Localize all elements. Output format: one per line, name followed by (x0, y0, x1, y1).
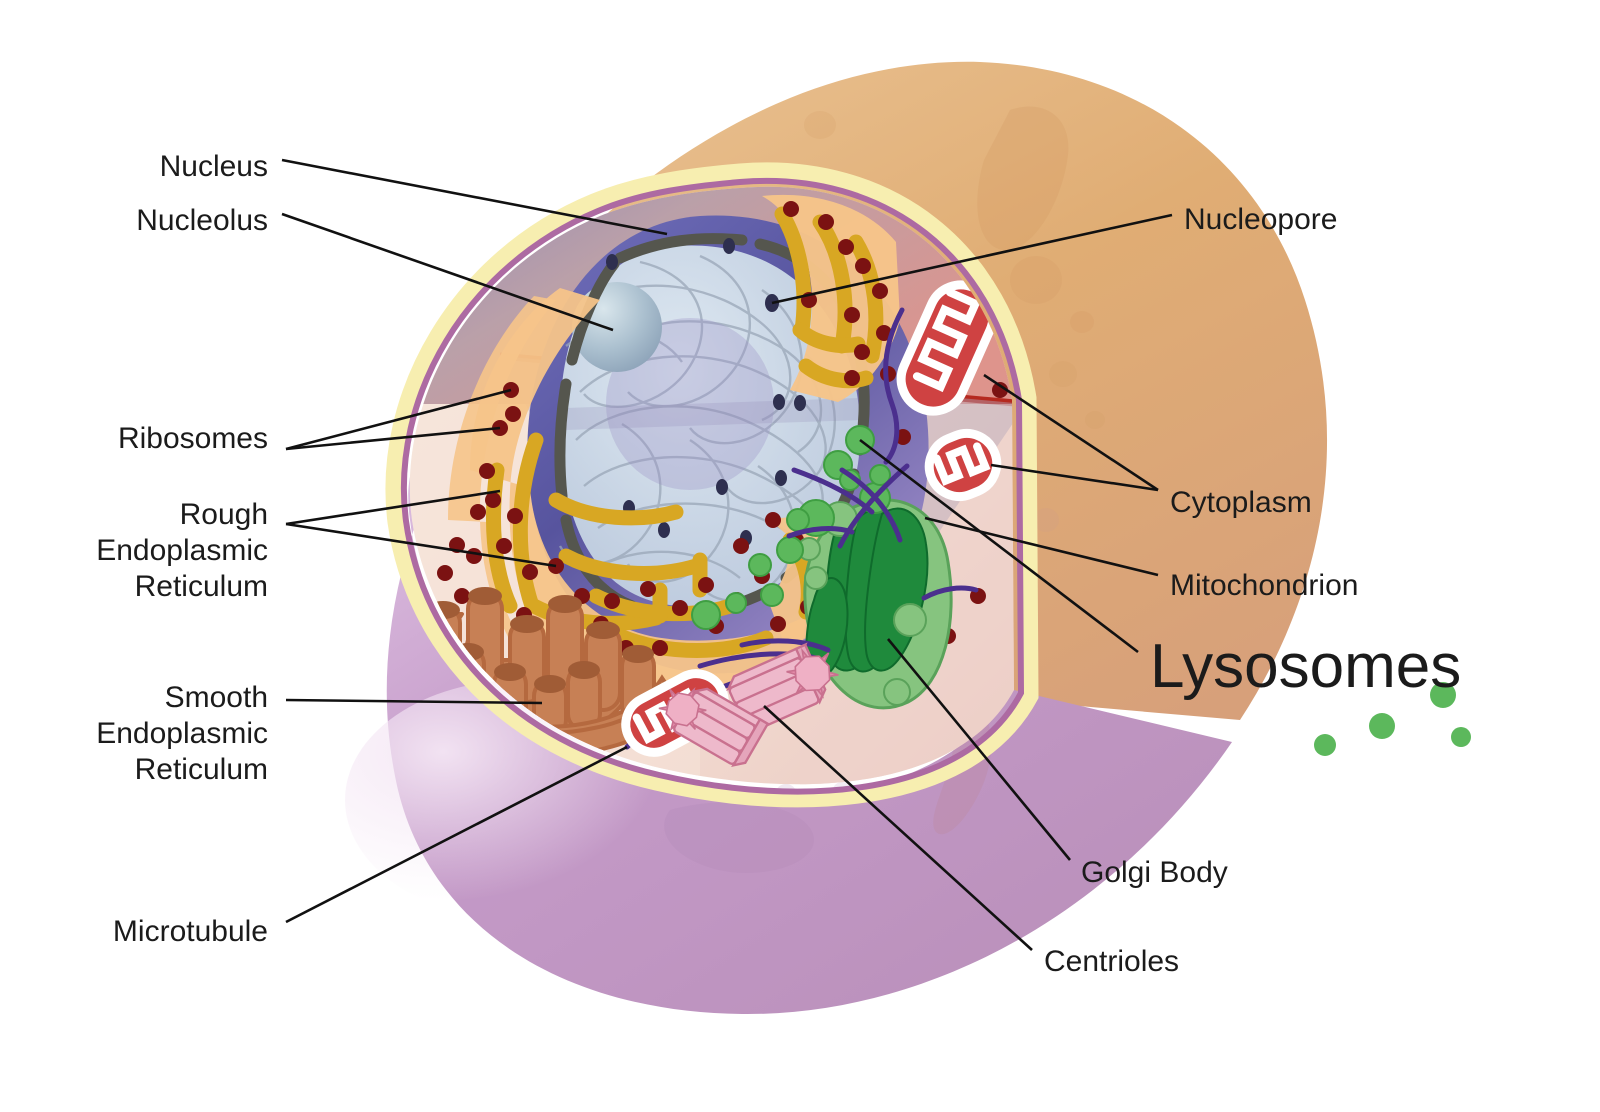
label-golgi-body: Golgi Body (1081, 856, 1228, 889)
golgi-vesicle (893, 603, 927, 637)
ribosome (783, 201, 799, 217)
leader-centrioles (763, 705, 1033, 951)
ribosome (844, 307, 860, 323)
microtubule (786, 526, 855, 539)
leader-rough-er-1 (285, 489, 501, 526)
nucleopore (794, 395, 806, 411)
label-lysosomes: Lysosomes (1150, 632, 1462, 701)
ribosome (454, 588, 470, 604)
microtubule (739, 638, 831, 653)
cell-surface-texture (664, 106, 1105, 873)
cell-membrane (385, 162, 1039, 808)
nucleopore (658, 522, 670, 538)
leader-cytoplasm-2 (990, 463, 1159, 492)
nucleopore (716, 479, 728, 495)
ribosome (505, 406, 521, 422)
ribosome (640, 581, 656, 597)
label-smooth-er: Smooth Endoplasmic Reticulum (96, 681, 268, 786)
leader-smooth-er (285, 698, 543, 705)
label-centrioles: Centrioles (1044, 945, 1180, 978)
nucleopore (723, 238, 735, 254)
lysosome (786, 508, 810, 532)
ribosome (818, 214, 834, 230)
lysosome (748, 553, 772, 577)
leader-ribosomes-1 (285, 388, 512, 451)
centriole (726, 642, 839, 734)
ribosome (485, 492, 501, 508)
label-ribosomes: Ribosomes (117, 422, 268, 455)
ribosome (992, 382, 1008, 398)
nucleopore (606, 254, 618, 270)
golgi-body (797, 498, 953, 710)
lysosome-callout-dot-group (1314, 682, 1471, 756)
lysosome-callout-dot (1369, 713, 1395, 739)
golgi-vesicle (804, 566, 828, 590)
ribosome (522, 564, 538, 580)
centriole (658, 686, 772, 767)
nucleopore (773, 394, 785, 410)
ribosome (733, 538, 749, 554)
ribosome (604, 593, 620, 609)
ribosome (872, 283, 888, 299)
lysosome-callout-dot (1314, 734, 1336, 756)
lysosome (760, 583, 784, 607)
microtubule (883, 307, 905, 465)
nucleoplasm-blob (606, 318, 774, 490)
ribosome (470, 504, 486, 520)
rough-er-matrix (470, 288, 806, 691)
plasma-membrane-inner-line (400, 177, 1025, 795)
lysosome (776, 536, 804, 564)
leader-nucleopore (771, 213, 1173, 305)
label-cytoplasm: Cytoplasm (1170, 486, 1312, 519)
leader-line-group (281, 158, 1173, 951)
ribosome (698, 577, 714, 593)
nucleopore (775, 470, 787, 486)
leader-ribosomes-2 (285, 426, 501, 451)
centriole-star (658, 686, 707, 732)
ribosome (844, 370, 860, 386)
centriole-group (658, 642, 839, 767)
lysosome-callout-dot (1451, 727, 1471, 747)
centriole-star (786, 647, 839, 699)
lysosome-callout-dot (1430, 682, 1456, 708)
microtubule (837, 463, 910, 549)
label-nucleus: Nucleus (159, 150, 268, 183)
ribosome (854, 344, 870, 360)
label-microtubule: Microtubule (112, 915, 268, 948)
label-nucleopore: Nucleopore (1184, 203, 1338, 236)
ribosome (876, 325, 892, 341)
leader-lysosomes (859, 438, 1139, 654)
plasma-membrane-outer-band (385, 162, 1039, 808)
ribosome (838, 239, 854, 255)
ribosome (466, 548, 482, 564)
ribosome (652, 640, 668, 656)
leader-cytoplasm-1 (983, 373, 1159, 492)
ribosome (479, 463, 495, 479)
label-nucleolus: Nucleolus (136, 204, 268, 237)
ribosome (672, 600, 688, 616)
leader-nucleolus (281, 212, 614, 332)
label-rough-er: Rough Endoplasmic Reticulum (96, 498, 268, 603)
leader-nucleus (281, 158, 668, 236)
ribosome (507, 508, 523, 524)
leader-rough-er-2 (285, 522, 557, 568)
label-mitochondrion: Mitochondrion (1170, 569, 1359, 602)
nucleopore-group (606, 238, 806, 546)
leader-mitochondrion (924, 516, 1159, 577)
lysosome (725, 592, 747, 614)
microtubule (839, 467, 903, 543)
ribosome (855, 258, 871, 274)
ribosome (770, 616, 786, 632)
lysosome (691, 600, 721, 630)
microtubule (921, 585, 979, 601)
ribosome (496, 538, 512, 554)
lysosome (869, 464, 891, 486)
leader-golgi-body (886, 638, 1072, 861)
ribosome (765, 512, 781, 528)
golgi-vesicle (883, 678, 911, 706)
mitochondrion (924, 429, 1002, 501)
leader-microtubule (285, 745, 628, 924)
ribosome (437, 565, 453, 581)
